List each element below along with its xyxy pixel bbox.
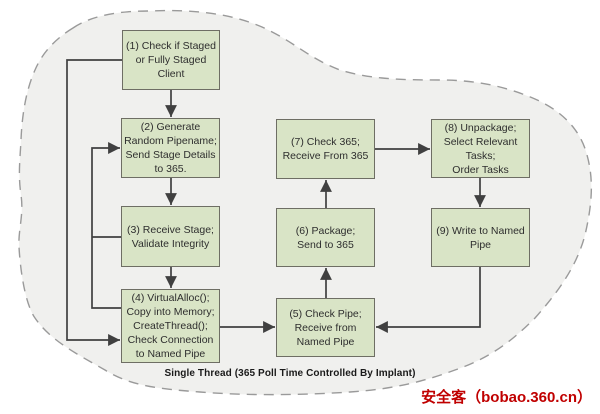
flow-box-7: (7) Check 365; Receive From 365 bbox=[276, 119, 375, 179]
arrow-4-to-2-feedback bbox=[91, 142, 121, 309]
arrow-1-to-4-bypass bbox=[66, 59, 122, 346]
flow-box-9: (9) Write to Named Pipe bbox=[431, 208, 530, 267]
flow-box-4: (4) VirtualAlloc(); Copy into Memory; Cr… bbox=[121, 289, 220, 363]
diagram-caption: Single Thread (365 Poll Time Controlled … bbox=[164, 368, 416, 379]
flow-box-2: (2) Generate Random Pipename; Send Stage… bbox=[121, 118, 220, 178]
flow-box-3: (3) Receive Stage; Validate Integrity bbox=[121, 206, 220, 267]
flow-box-8: (8) Unpackage; Select Relevant Tasks; Or… bbox=[431, 119, 530, 178]
flow-box-6: (6) Package; Send to 365 bbox=[276, 208, 375, 267]
arrow-9-to-5 bbox=[376, 267, 481, 333]
watermark: 安全客（bobao.360.cn） bbox=[421, 389, 592, 406]
flow-box-1: (1) Check if Staged or Fully Staged Clie… bbox=[122, 30, 220, 90]
flow-box-5: (5) Check Pipe; Receive from Named Pipe bbox=[276, 298, 375, 357]
